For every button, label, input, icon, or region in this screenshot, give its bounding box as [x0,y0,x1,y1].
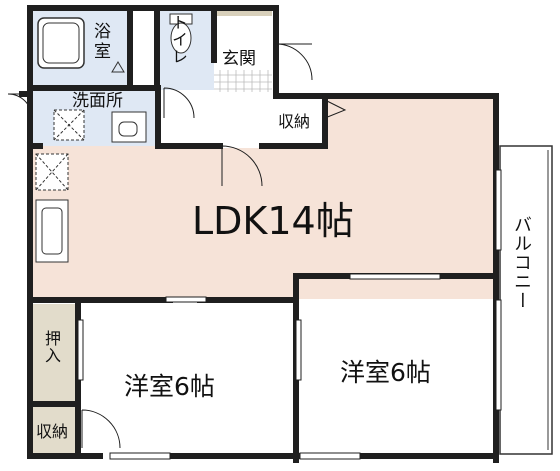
bath-label: 浴室 [94,22,111,62]
entrance-tiles [214,70,272,92]
doors [7,43,347,449]
storage-top-label: 収納 [278,112,311,131]
entrance-step [214,10,272,16]
oshiire-floor [30,304,80,404]
bathtub-inner [42,22,80,64]
toilet-bowl [170,22,192,54]
balcony-label: バルコニー [511,215,532,310]
wash-basin-bowl [118,121,138,137]
western-room-right-label: 洋室6帖 [340,358,431,387]
fridge-x1 [35,153,69,191]
wash-machine-x2 [53,109,85,141]
toilet-label: トイレ [169,14,188,65]
balcony [499,145,553,455]
entrance-label: 玄関 [222,49,256,69]
washroom-label: 洗面所 [72,91,123,111]
fridge-x2 [35,153,69,191]
ldk-hall-floor [325,98,494,148]
ldk-label: LDK14帖 [192,199,354,243]
kitchen-sink-bowl [41,207,63,255]
oshiire-label: 押入 [42,330,61,364]
storage-bottom-label: 収納 [36,422,69,441]
bath-drain-icon [111,61,125,73]
western-room-left-label: 洋室6帖 [124,372,215,401]
storage-bottom-floor [30,406,80,456]
windows [77,169,502,460]
